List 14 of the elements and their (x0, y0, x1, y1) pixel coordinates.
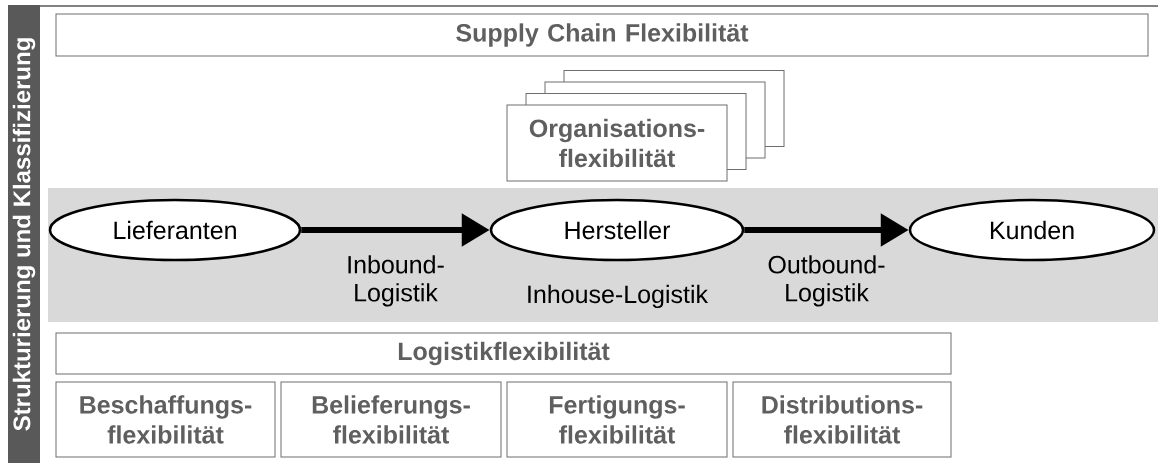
text-box: Logistikflexibilität (55, 332, 952, 375)
text-box: Belieferungs- flexibilität (280, 381, 502, 458)
ellipse-node: Lieferanten (48, 198, 302, 262)
ellipse-node: Hersteller (489, 198, 745, 262)
text-box: Distributions- flexibilität (732, 381, 952, 458)
text-box: Organisations- flexibilität (506, 104, 728, 182)
text-box: Beschaffungs- flexibilität (55, 381, 276, 458)
side-bar: Strukturierung und Klassifizierung (8, 5, 40, 463)
edge-label: Outbound-Logistik (768, 255, 885, 307)
text-box: Supply Chain Flexibilität (55, 13, 1149, 57)
edge-label: Inbound-Logistik (348, 255, 444, 307)
node-caption: Inhouse-Logistik (528, 284, 709, 309)
ellipse-node: Kunden (908, 198, 1156, 262)
text-box: Fertigungs- flexibilität (506, 381, 728, 458)
